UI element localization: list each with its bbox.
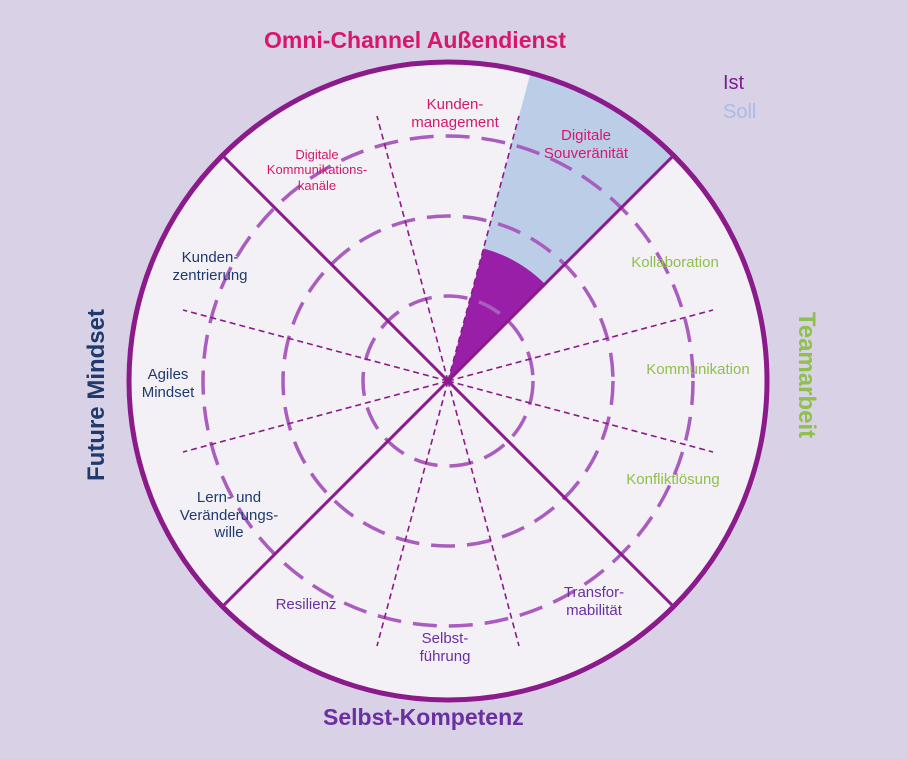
label-kundenzentrierung: Kunden- zentrierung: [172, 249, 248, 284]
label-konfliktloesung: Konfliktlösung: [626, 471, 720, 488]
legend-ist: Ist: [723, 72, 745, 94]
quadrant-divider-1: [446, 154, 675, 383]
label-resilienz: Resilienz: [275, 596, 337, 613]
ring-inner: [361, 294, 535, 468]
ist-wedge: [448, 248, 545, 381]
dashed-divider-2: [376, 115, 449, 382]
label-lern-veraenderung: Lern- und Veränderungs- wille: [179, 489, 279, 542]
dashed-divider-4: [182, 380, 449, 453]
dashed-dividers: [182, 115, 714, 647]
heading-omni-channel: Omni-Channel Außendienst: [264, 27, 566, 53]
label-kollaboration: Kollaboration: [631, 254, 719, 271]
dashed-divider-8: [447, 309, 714, 382]
label-selbstfuehrung: Selbst- führung: [419, 630, 471, 665]
dashed-divider-1: [447, 115, 520, 382]
heading-selbst-kompetenz: Selbst-Kompetenz: [323, 704, 524, 730]
legend-soll: Soll: [723, 101, 757, 123]
dashed-divider-7: [447, 380, 714, 453]
dashed-divider-3: [182, 309, 449, 382]
quadrant-divider-2: [221, 154, 450, 383]
heading-teamarbeit: Teamarbeit: [793, 311, 820, 439]
label-agiles-mindset: Agiles Mindset: [141, 366, 195, 401]
outer-border: [126, 59, 770, 703]
dashed-divider-5: [376, 380, 449, 647]
label-kommunikation: Kommunikation: [646, 361, 750, 378]
label-transformabilitaet: Transfor- mabilität: [563, 584, 625, 619]
label-digitale-kanaele: Digitale Kommunikations- kanäle: [266, 147, 368, 193]
ring-middle: [281, 214, 615, 548]
heading-future-mindset: Future Mindset: [83, 309, 110, 481]
dashed-divider-6: [447, 380, 520, 647]
label-digitale-souveraenitaet: Digitale Souveränität: [543, 127, 629, 162]
quadrant-divider-4: [446, 379, 675, 608]
ring-outer: [201, 134, 695, 628]
quadrant-divider-3: [221, 379, 450, 608]
label-kundenmanagement: Kunden- management: [411, 96, 499, 131]
solid-dividers: [221, 154, 675, 608]
